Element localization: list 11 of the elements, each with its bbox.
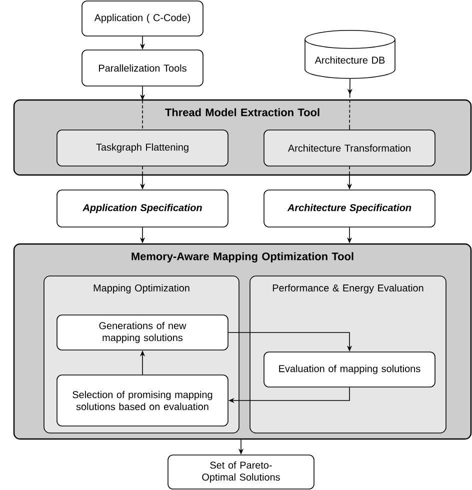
process-box: Evaluation of mapping solutions (264, 352, 436, 388)
specification-box: Application Specification (56, 190, 228, 228)
process-box: Architecture Transformation (264, 130, 436, 166)
specification-box: Architecture Specification (264, 190, 436, 228)
process-box: Taskgraph Flattening (56, 130, 228, 166)
process-box: Parallelization Tools (82, 50, 204, 86)
process-box: Selection of promising mapping solutions based on evaluation (56, 374, 228, 426)
process-box: Generations of new mapping solutions (56, 314, 228, 350)
database-cylinder: Architecture DB (304, 30, 396, 79)
process-box: Set of Pareto-Optimal Solutions (168, 454, 314, 490)
process-box: Application ( C-Code) (82, 0, 204, 36)
